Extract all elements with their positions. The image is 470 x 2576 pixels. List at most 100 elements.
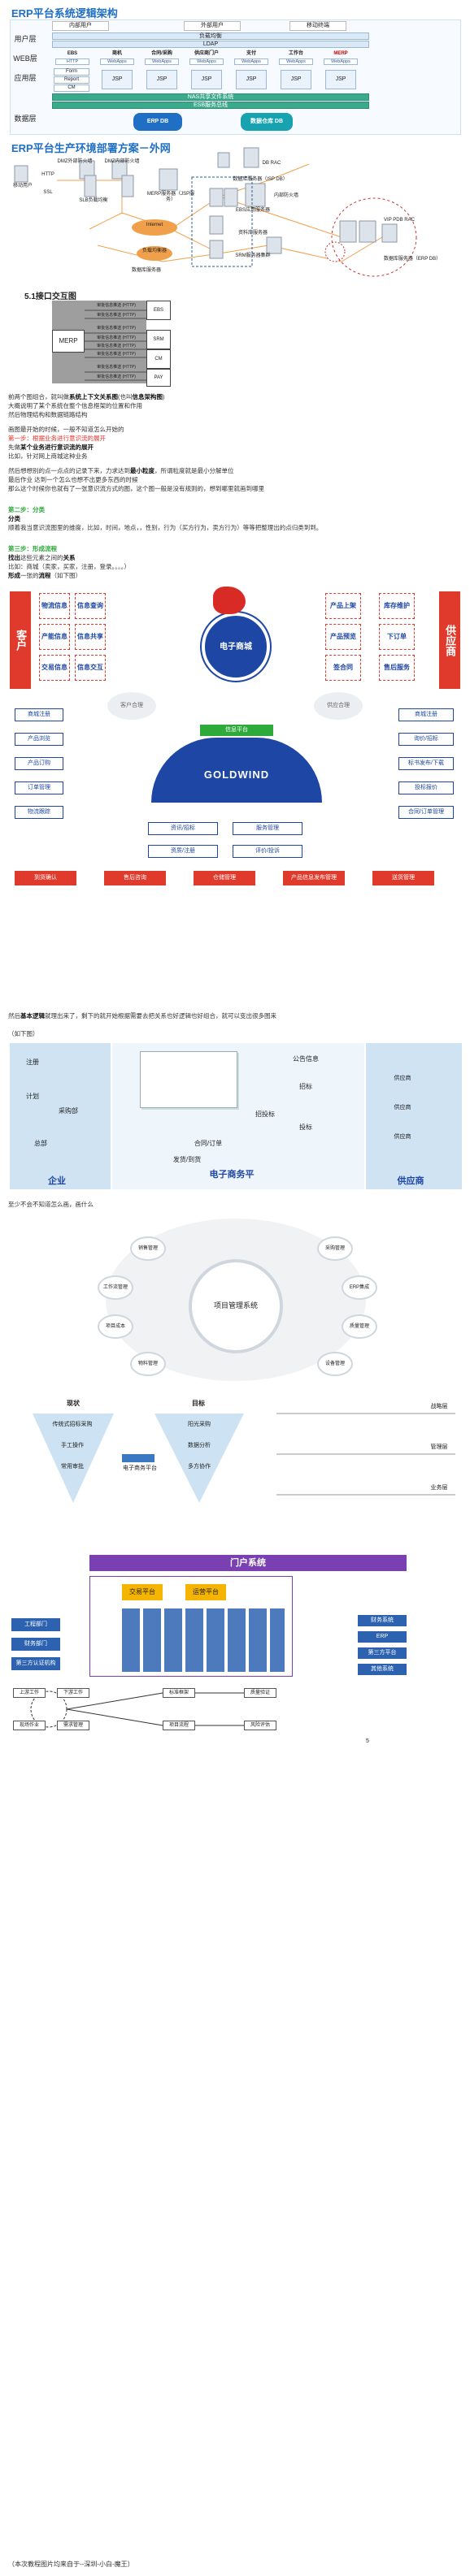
pm-module-7: 设备管理 — [317, 1352, 353, 1376]
label-management: 管理层 — [430, 1444, 448, 1450]
jsp-cell-3: JSP — [191, 70, 222, 89]
dep-db-rac: DB RAC — [262, 161, 281, 166]
layer-app: 应用层 — [14, 74, 37, 83]
step-2-text: 顺着我当意识流图里的维度，比如，时间，地点，，性别，行为（买方行为，卖方行为）等… — [8, 524, 323, 531]
dep-internet: Internet — [146, 223, 163, 227]
ecommerce-flow: 客户 供应商 物流信息信息查询产能信息信息共享交易信息信息交互 产品上架库存维护… — [0, 587, 470, 1001]
strategy-svg — [33, 1413, 455, 1503]
jsp-cell-4: JSP — [236, 70, 267, 89]
grid-left-1: 信息查询 — [75, 593, 106, 619]
center-item-1: 服务管理 — [233, 822, 302, 835]
grid-right-5: 售后服务 — [379, 655, 415, 681]
db-warehouse: 数据仓库 DB — [241, 113, 293, 131]
supplier-3: 供应商 — [394, 1134, 411, 1140]
center-item-2: 资质/注册 — [148, 845, 218, 858]
trade-platform: 交易平台 — [122, 1584, 163, 1600]
step-3-a: 找出这些元素之间的关系 — [8, 554, 76, 561]
cycle-node-7: 质量验证 — [244, 1688, 276, 1698]
enterprise-panel — [10, 1043, 111, 1189]
cycle-node-8: 风险评估 — [244, 1721, 276, 1730]
grid-right-1: 库存维护 — [379, 593, 415, 619]
para-9: 最后作业 达到一个怎么也想不出更多东西的时候 — [8, 476, 138, 483]
goldwind-dome — [151, 738, 322, 803]
grid-left-2: 产能信息 — [39, 624, 70, 650]
sys-other: 其他系统 — [358, 1664, 407, 1675]
ops-platform: 运营平台 — [185, 1584, 226, 1600]
web-col-1: 商机 — [111, 50, 122, 56]
cycle-node-6: 项目流程 — [163, 1721, 195, 1730]
enterprise-label: 企业 — [48, 1176, 66, 1186]
right-step-1: 询价/招标 — [398, 733, 454, 746]
web-col-6: MERP — [333, 50, 348, 56]
strategy-diagram: 现状 目标 战略层 管理层 业务层 传统式招标采购 手工操作 常用审批 阳光采购… — [0, 1397, 470, 1535]
pm-module-4: 项目成本 — [98, 1314, 133, 1339]
text3-para: 至少不会不知道怎么画，画什么 — [8, 1201, 94, 1208]
strategy-center: 电子商务平台 — [123, 1466, 157, 1471]
grid-right-4: 签合同 — [325, 655, 361, 681]
ecommerce-center: 电子商城 — [202, 613, 270, 681]
interface-diagram: 5.1接口交互图 MERP EBS SRM CM PAY 审批信息推送 (HTT… — [0, 284, 470, 388]
link-label-5: 审批信息推送 (HTTP) — [97, 344, 136, 349]
para-4: 画图最开始的时候，一般不知道怎么开始的 — [8, 426, 124, 433]
left-step-3: 订单管理 — [15, 781, 63, 794]
para-8: 然后想想别的点一点点的记录下来，力求达到最小粒度，所谓粒度就是最小分解单位 — [8, 467, 234, 474]
jsp-cell-6: JSP — [325, 70, 356, 89]
dep-erp-db: 数据库服务器（ERP DB） — [383, 257, 442, 262]
web-col-4: 支付 — [246, 50, 256, 56]
platform-caption: 电子商务平 — [209, 1170, 255, 1180]
grid-right-2: 产品预览 — [325, 624, 361, 650]
right-step-4: 合同/订单管理 — [398, 806, 454, 819]
pm-center: 项目管理系统 — [189, 1259, 283, 1353]
link-label-4: 审批信息推送 (HTTP) — [97, 336, 136, 340]
dep-merp: MERP服务器（JSP服务） — [146, 192, 195, 202]
sys-third-platform: 第三方平台 — [358, 1647, 407, 1659]
right-step-0: 商城注册 — [398, 708, 454, 721]
para-1: 前两个图组合，就叫做系统上下文关系图(也叫信息架构图) — [8, 393, 165, 400]
jsp-cell-5: JSP — [281, 70, 311, 89]
grid-left-5: 信息交互 — [75, 655, 106, 681]
step-2: 第二步：分类 — [8, 506, 45, 513]
link-label-1: 审批信息推送 (HTTP) — [97, 303, 136, 308]
bid: 投标 — [299, 1123, 312, 1131]
supplier-bar: 供应商 — [439, 591, 460, 689]
dep-mobile-user: 移动用户 — [12, 184, 33, 188]
web-cell-5: WebApps — [279, 58, 313, 65]
portal-diagram: 门户系统 交易平台 运营平台 工程部门 财务部门 第三方认证机构 财务系统 ER… — [0, 1543, 470, 1680]
db-erp: ERP DB — [133, 113, 182, 131]
dep-ssl: SSL — [43, 190, 53, 195]
para-7: 比如，针对网上商城这种业务 — [8, 452, 88, 460]
dep-repo: 资料库服务器 — [237, 231, 268, 236]
label-strategic: 战略层 — [430, 1404, 448, 1409]
web-cell-6: WebApps — [324, 58, 358, 65]
link-label-6: 审批信息推送 (HTTP) — [97, 352, 136, 357]
customer-bar: 客户 — [10, 591, 31, 689]
label-goal: 目标 — [192, 1400, 205, 1407]
app-cell-1: Report — [54, 76, 89, 84]
merp-box: MERP — [52, 330, 85, 353]
supplier-panel — [366, 1043, 462, 1189]
step-3-c: 形成一张的流程（如下图） — [8, 572, 81, 579]
pm-module-5: 质量管理 — [342, 1314, 377, 1339]
supplier-label: 供应商 — [397, 1176, 424, 1186]
cycle-node-4: 需求管理 — [57, 1721, 89, 1730]
supplier-2: 供应商 — [394, 1105, 411, 1110]
link-label-2: 审批信息推送 (HTTP) — [97, 313, 136, 318]
web-col-0: EBS — [67, 50, 78, 56]
bottom-step-2: 仓储管理 — [194, 871, 255, 885]
flow-delivery: 发货/到货 — [172, 1156, 202, 1163]
pm-module-6: 物料管理 — [130, 1352, 166, 1376]
cloud-left: 客户合理 — [107, 692, 156, 720]
web-cell-3: WebApps — [189, 58, 224, 65]
link-label-7: 审批信息推送 (HTTP) — [97, 365, 136, 370]
sys-pay: PAY — [146, 369, 171, 387]
dept-finance: 财务部门 — [11, 1638, 60, 1651]
bar-load-balance: 负载均衡 — [52, 32, 369, 40]
web-screenshot — [140, 1051, 237, 1108]
module-grid — [122, 1608, 285, 1672]
enterprise-purchase: 采购部 — [59, 1107, 78, 1115]
left-step-2: 产品订购 — [15, 757, 63, 770]
deployment-svg — [14, 147, 417, 277]
cloud-right: 供应合理 — [314, 692, 363, 720]
